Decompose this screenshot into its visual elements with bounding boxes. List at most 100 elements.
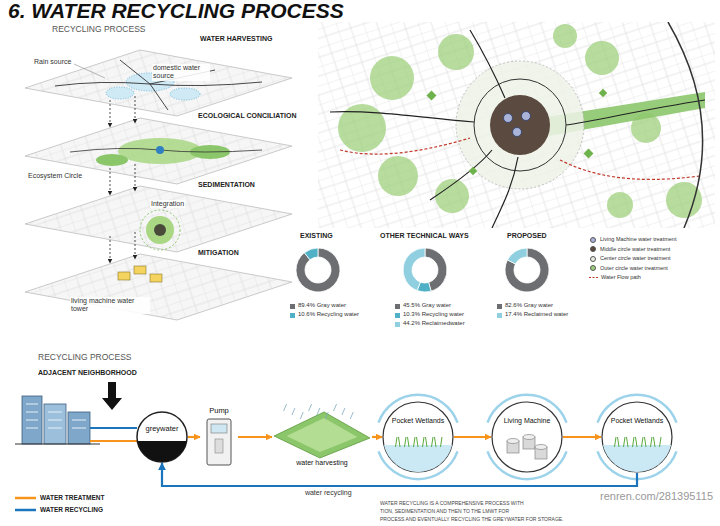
illustration-part (146, 216, 174, 244)
legend-text: WATER RECYCLING (40, 506, 103, 514)
water-harvesting-surface: water harvesting (272, 404, 372, 470)
section-heading: RECYCLING PROCESS (52, 24, 146, 34)
illustration-part (170, 88, 200, 100)
legend-text: 45.5% Gray water (403, 302, 451, 309)
chart-heading: PROPOSED (507, 232, 547, 240)
legend-swatch (497, 313, 502, 318)
illustration-part (135, 232, 136, 259)
chart-heading: OTHER TECHNICAL WAYS (380, 232, 469, 240)
illustration-part (340, 138, 700, 179)
illustration-part (589, 277, 598, 278)
illustration-part (135, 164, 136, 191)
map-label: Integration (150, 200, 185, 208)
section-heading: RECYCLING PROCESS (38, 352, 132, 362)
caption-line: WATER RECYCLING IS A COMPREHENSIVE PROCE… (380, 500, 524, 506)
legend-swatch (395, 322, 400, 327)
illustration-part (25, 254, 292, 320)
node-outline (491, 401, 563, 473)
illustration-part (110, 168, 111, 195)
illustration-part (25, 118, 292, 184)
illustration-part (330, 30, 705, 228)
illustration-part (25, 254, 292, 320)
legend-text: 82.6% Gray water (505, 302, 553, 309)
neighborhood (15, 382, 138, 444)
illustration-part (513, 128, 522, 137)
illustration-part (90, 440, 138, 442)
legend-text: 44.2% Reclaimedwater (403, 320, 465, 327)
node-text: Living Machine (499, 417, 555, 425)
map-label: Rain source (34, 58, 71, 66)
legend-swatch (590, 256, 596, 262)
illustration-part (456, 61, 584, 189)
illustration-part (470, 30, 505, 98)
illustration-part (490, 95, 550, 155)
node-outline (601, 401, 673, 473)
illustration-part (427, 91, 437, 101)
legend-text: Living Machine water treatment (600, 236, 676, 243)
illustration-part (150, 274, 162, 282)
legend-samples (15, 278, 598, 511)
illustration-part (25, 186, 292, 252)
illustration-part (118, 272, 130, 280)
illustration-part (474, 79, 566, 171)
node-text: Pump (200, 406, 238, 415)
node-outline (382, 401, 454, 473)
illustration-part (44, 404, 66, 444)
illustration-part (560, 160, 700, 179)
illustration-part (70, 148, 262, 152)
cycle-arcs (379, 395, 677, 479)
legend-swatch (497, 304, 502, 309)
illustration-part (15, 497, 36, 500)
pocket-wetland: Pocket Wetlands (382, 401, 454, 473)
edge-label: water recycling (304, 489, 353, 497)
illustration-part (668, 22, 703, 228)
illustration-part (110, 96, 135, 263)
illustration-part (140, 210, 180, 250)
illustration-part (156, 146, 164, 154)
watermark: renren.com/281395115 (599, 490, 714, 503)
legend-swatch (395, 313, 400, 318)
donut-chart (296, 248, 340, 292)
illustration-part (607, 192, 633, 218)
donut-slice (507, 248, 527, 264)
illustration-part (110, 236, 111, 263)
illustration-part (492, 157, 518, 228)
illustration-part (25, 118, 292, 184)
node-outline (200, 406, 238, 468)
illustration-part (102, 382, 122, 410)
legend-swatch (590, 237, 596, 243)
legend-text: 10.3% Recycling water (403, 311, 464, 318)
illustration-part (438, 34, 474, 70)
illustration-part (430, 150, 492, 200)
caption-line: TION, SEDIMENTATION AND THEN TO THE LMWT… (380, 508, 509, 514)
legend-text: 89.4% Gray water (298, 302, 346, 309)
illustration-part (96, 154, 128, 166)
illustration-part (15, 444, 100, 445)
illustration-part (15, 509, 36, 512)
node-text: Pocket Wetlands (390, 417, 446, 425)
layer-heading: SEDIMENTATION (198, 181, 255, 189)
illustration-part (120, 60, 215, 110)
illustration-part (25, 50, 292, 116)
illustration-part (584, 149, 594, 159)
donut-slice (403, 248, 425, 291)
flow-connector (238, 436, 272, 438)
site-map (318, 22, 715, 228)
illustration-part (427, 89, 608, 175)
donut-chart (403, 248, 447, 292)
page-title: 6. WATER RECYCLING PROCESS (8, 0, 344, 21)
illustration-part (154, 224, 166, 236)
node-text: greywater (140, 424, 184, 433)
illustration-part (599, 89, 607, 97)
flow-connector (454, 436, 491, 438)
living-machine: Living Machine (491, 401, 563, 473)
node-text: water harvesting (272, 459, 372, 467)
illustration-part (25, 50, 292, 116)
layer-heading: WATER HARVESTING (200, 35, 272, 43)
illustration-part (340, 138, 470, 154)
legend-text: Center circle water treatment (600, 255, 671, 262)
legend-text: 10.6% Recycling water (298, 311, 359, 318)
illustration-part (135, 96, 136, 123)
legend-text: WATER TREATMENT (40, 494, 104, 502)
